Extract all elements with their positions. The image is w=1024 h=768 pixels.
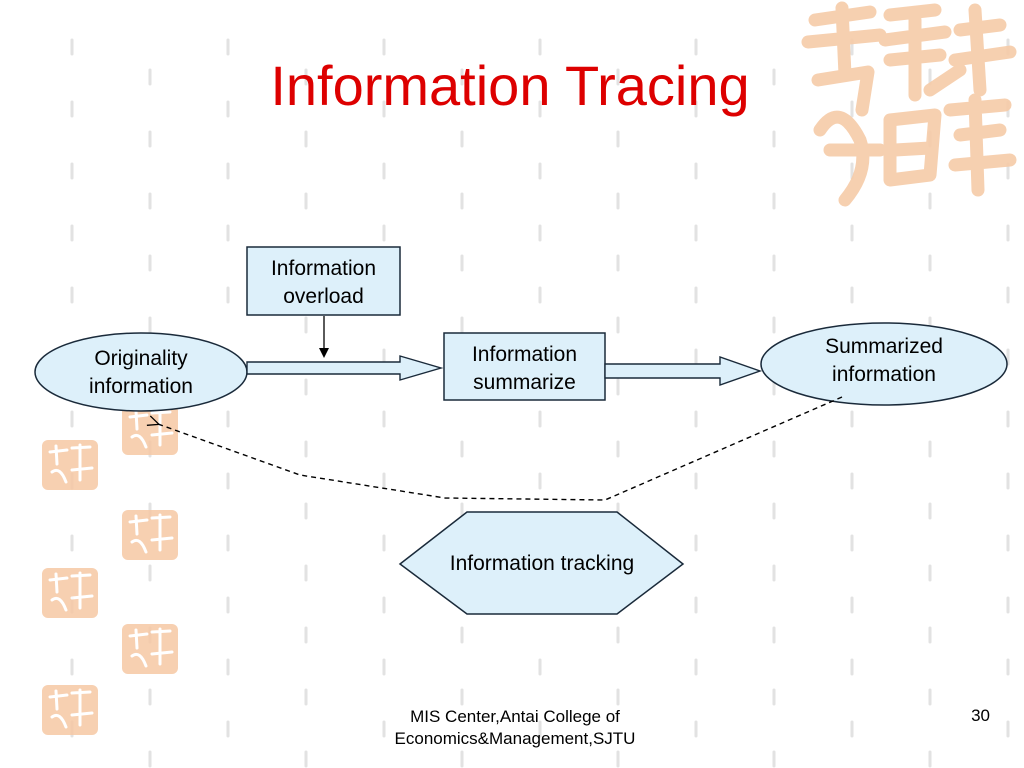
footer-line2: Economics&Management,SJTU: [394, 729, 636, 748]
label-summarize-line1: Information: [471, 343, 578, 366]
label-originality-line1: Originality: [94, 347, 188, 370]
label-information-tracking: Information tracking: [449, 552, 635, 575]
footer-line1: MIS Center,Antai College of: [410, 707, 620, 726]
node-information-overload: [246, 246, 401, 316]
block-arrow-to-summarize: [246, 355, 444, 381]
seal-watermark-small: [122, 624, 178, 674]
label-summarized-information: Summarized information: [764, 333, 1004, 389]
slide-title: Information Tracing: [270, 54, 750, 117]
seal-watermark-large: [801, 1, 1017, 207]
block-arrow-to-summarized: [604, 356, 763, 386]
dashed-feedback-line: [158, 396, 843, 501]
label-summarize-line2: summarize: [473, 371, 576, 394]
seal-watermark-small: [42, 440, 98, 490]
slide-footer: MIS Center,Antai College of Economics&Ma…: [340, 706, 690, 750]
label-overload-line1: Information: [270, 257, 377, 280]
page-number: 30: [971, 706, 990, 725]
seal-watermark-small: [122, 510, 178, 560]
label-overload-line2: overload: [283, 285, 364, 308]
seal-watermark-small: [122, 405, 178, 455]
node-information-tracking: [398, 511, 685, 615]
label-originality-information: Originality information: [38, 345, 244, 401]
seal-watermark-small: [42, 568, 98, 618]
label-information-summarize: Information summarize: [444, 341, 605, 397]
label-summarized-line2: information: [832, 363, 936, 386]
label-originality-line2: information: [89, 375, 193, 398]
label-information-overload: Information overload: [247, 255, 400, 311]
seal-watermark-small: [42, 685, 98, 735]
node-information-summarize: [443, 332, 606, 401]
label-summarized-line1: Summarized: [825, 335, 943, 358]
node-summarized-information: [760, 322, 1008, 406]
